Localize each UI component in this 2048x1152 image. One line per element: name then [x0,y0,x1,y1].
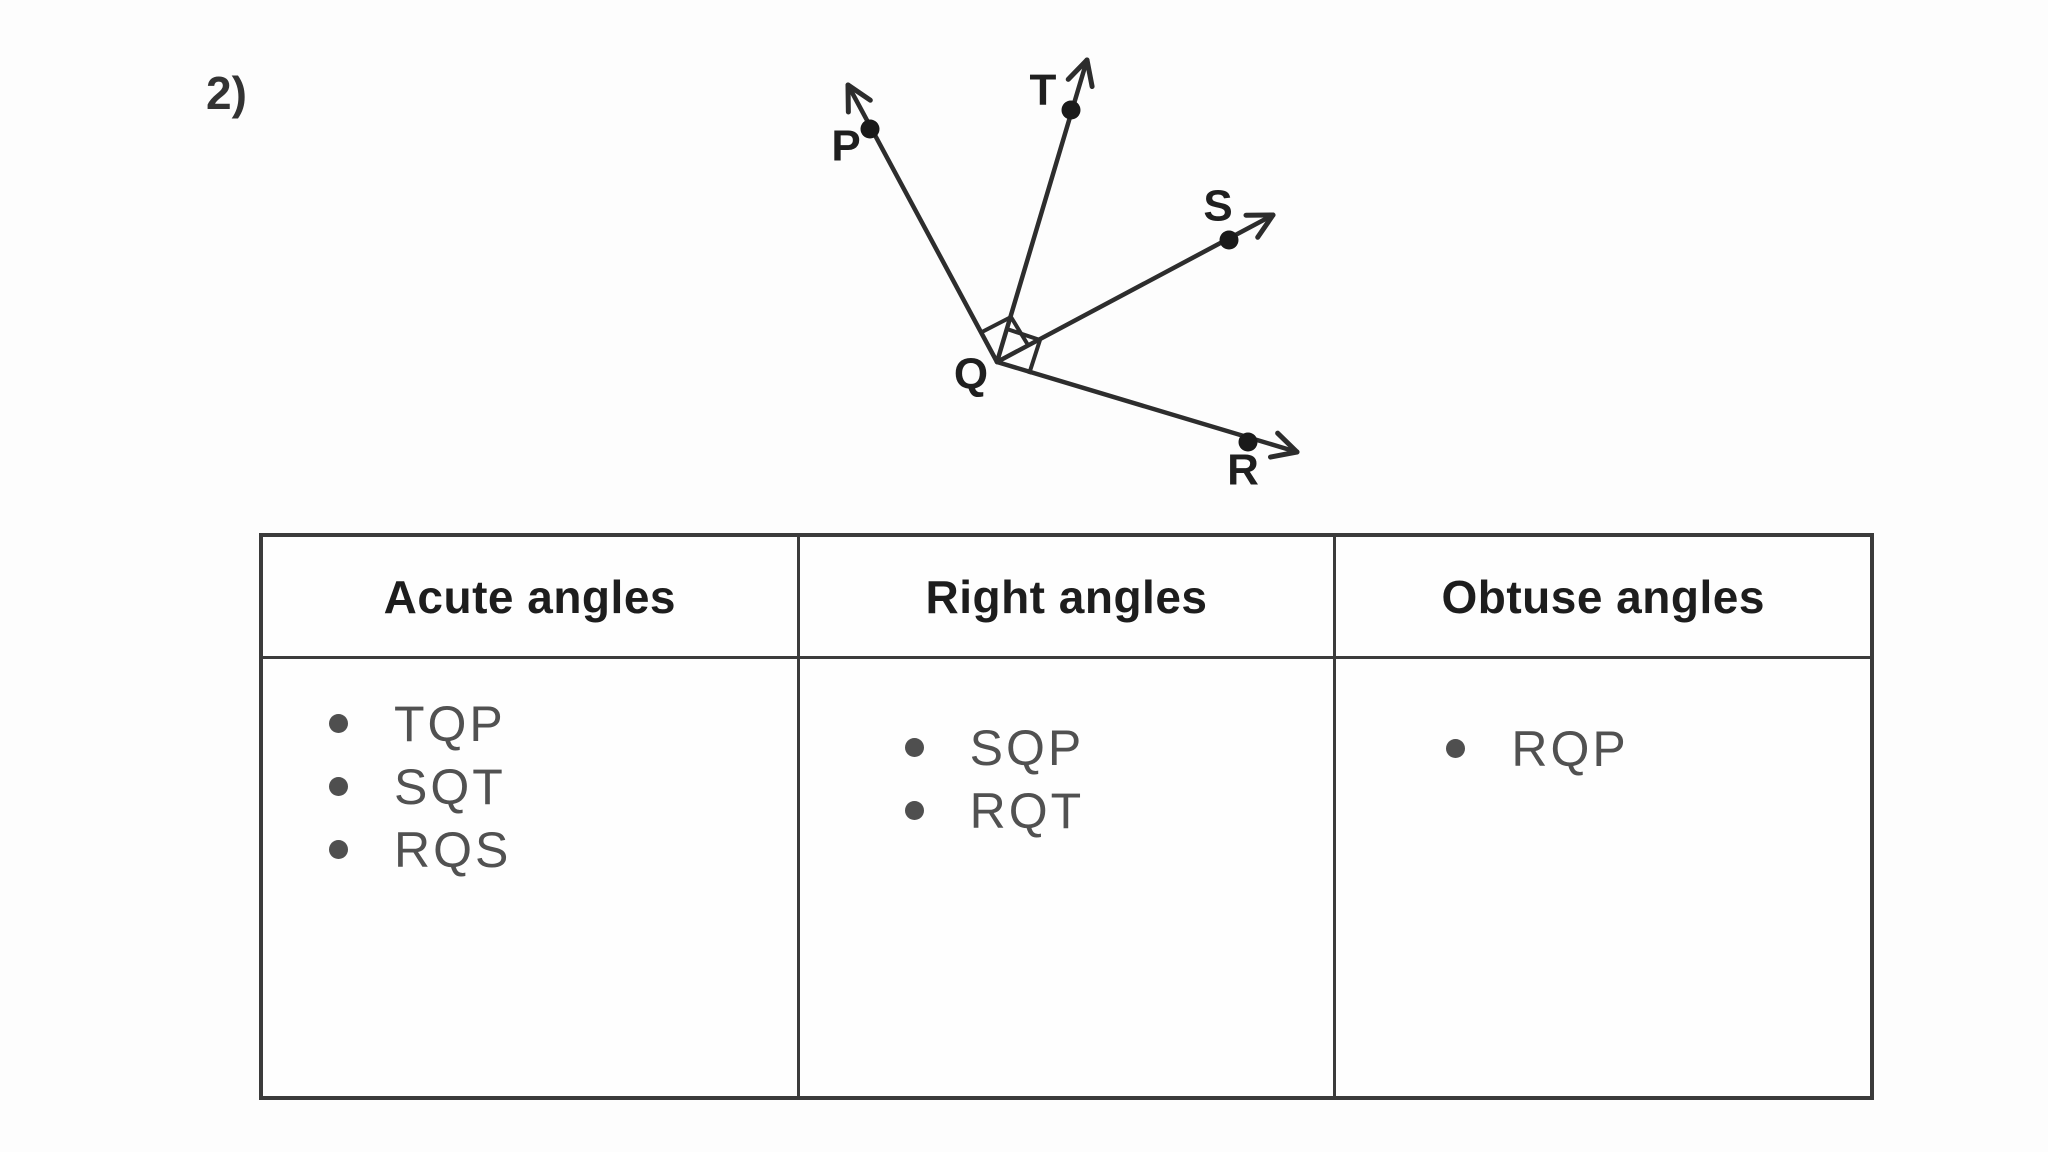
point-dot [1061,100,1081,120]
list-item: TQP [329,692,797,755]
column-right-angles: Right angles SQP RQT [799,537,1337,1096]
bullet-icon [1446,739,1466,758]
angle-list-acute: TQP SQT RQS [263,692,797,881]
column-body-right: SQP RQT [800,659,1334,1096]
column-body-obtuse: RQP [1336,659,1870,1096]
arrowhead-icon [1267,449,1300,460]
right-angle-marker [979,315,1030,347]
column-header-obtuse: Obtuse angles [1336,537,1871,659]
angle-list-obtuse: RQP [1336,717,1870,780]
arrowhead-icon [1275,430,1300,455]
list-item: SQT [329,755,797,818]
arrowhead-icon [1084,57,1095,90]
point-label: P [831,122,860,171]
bullet-icon [904,738,924,757]
point-dot [1219,230,1239,250]
point-label: S [1203,182,1232,231]
column-obtuse-angles: Obtuse angles RQP [1336,537,1871,1096]
ray-line [994,359,1300,455]
right-angle-marker [1006,327,1042,375]
bullet-icon [329,714,348,733]
angle-label: RQT [969,782,1085,839]
list-item: RQT [904,779,1334,842]
bullet-icon [329,777,348,796]
column-acute-angles: Acute angles TQP SQT RQS [263,537,800,1096]
bullet-icon [904,801,924,820]
bullet-icon [329,840,348,859]
column-header-acute: Acute angles [263,537,797,659]
column-body-acute: TQP SQT RQS [263,659,797,1096]
angle-label: SQT [394,758,506,815]
list-item: RQP [1446,717,1870,780]
angle-label: SQP [969,719,1085,776]
angle-label: TQP [394,695,506,752]
point-dot [1238,432,1258,452]
vertex-label: Q [954,350,988,399]
list-item: RQS [329,818,797,881]
point-dot [860,119,880,139]
arrowhead-icon [1255,212,1276,240]
list-item: SQP [904,716,1334,779]
ray-line [845,82,1000,365]
angle-label: RQS [394,821,512,878]
problem-number: 2) [206,67,247,119]
point-label: T [1030,66,1057,115]
angle-label: RQP [1511,720,1629,777]
point-label: R [1227,446,1259,495]
ray-line [994,212,1276,365]
arrowhead-icon [845,82,873,103]
angle-list-right: SQP RQT [800,716,1334,842]
arrowhead-icon [1065,57,1090,82]
ray-line [994,57,1090,365]
column-header-right: Right angles [799,537,1334,659]
